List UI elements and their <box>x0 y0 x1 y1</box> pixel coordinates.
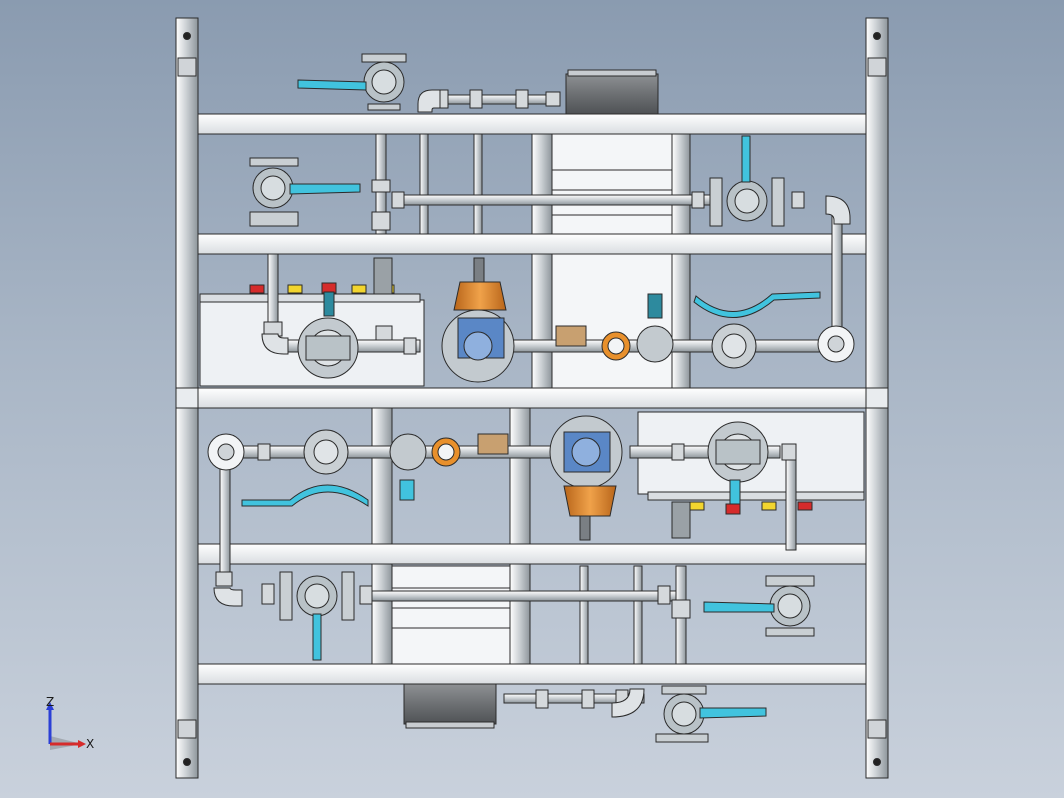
axis-triad: Z X <box>46 695 94 751</box>
beam <box>197 233 867 255</box>
pipe <box>219 459 231 581</box>
column <box>633 565 643 665</box>
flange-valve-left[interactable] <box>297 291 359 379</box>
valve-handle-icon[interactable] <box>297 79 367 91</box>
indicator-yellow <box>351 284 367 294</box>
end-caps <box>207 325 855 471</box>
valve-handle-icon[interactable] <box>703 601 775 613</box>
beam <box>197 387 867 409</box>
indicator-red <box>249 284 265 294</box>
gear-actuator-lower[interactable] <box>549 415 623 541</box>
valve-lower-right[interactable] <box>703 575 815 637</box>
indicator-red <box>725 503 741 515</box>
tank-top <box>565 69 659 115</box>
post-hole <box>183 32 191 40</box>
pipe <box>831 209 843 331</box>
gear-actuator-upper[interactable] <box>441 257 515 383</box>
indicator-yellow <box>761 501 777 511</box>
beam <box>197 543 867 565</box>
fittings <box>215 89 805 709</box>
actuator-stem <box>323 291 335 317</box>
indicator-yellow <box>689 501 705 511</box>
panel-lower <box>391 565 511 665</box>
flange-valve-right[interactable] <box>707 421 769 505</box>
lever-upper-right[interactable] <box>693 291 821 369</box>
beam <box>197 663 867 685</box>
post-hole <box>183 758 191 766</box>
check-valves-upper <box>555 293 674 363</box>
lever-handle-icon[interactable] <box>693 291 821 318</box>
valve-bottom-right[interactable] <box>655 685 767 743</box>
indicator-yellow <box>287 284 303 294</box>
post-hole <box>873 758 881 766</box>
frame-posts <box>175 17 889 779</box>
column <box>579 565 589 665</box>
valve-handle-icon[interactable] <box>312 613 322 661</box>
valve-handle-icon[interactable] <box>289 183 361 195</box>
post-clamp <box>867 719 887 739</box>
lever-lower-left[interactable] <box>241 429 369 507</box>
beam <box>197 113 867 135</box>
valve-handle-icon[interactable] <box>741 135 751 183</box>
gauges <box>373 257 691 539</box>
valve-upper-left[interactable] <box>249 157 361 227</box>
indicator-red <box>797 501 813 511</box>
post-clamp <box>177 719 197 739</box>
frame-beams <box>197 113 867 685</box>
check-valves-lower <box>389 433 509 501</box>
pipe <box>359 590 681 602</box>
tank-bottom <box>403 683 497 729</box>
valve-handle-icon[interactable] <box>699 707 767 719</box>
post-clamp <box>177 57 197 77</box>
lever-handle-icon[interactable] <box>241 484 369 507</box>
valve-upper-right[interactable] <box>709 135 785 227</box>
actuator-stem <box>729 479 741 505</box>
post-hole <box>873 32 881 40</box>
pipe <box>395 194 717 206</box>
x-axis-label: X <box>86 737 94 751</box>
post-joint <box>865 387 889 409</box>
elbows <box>213 89 851 718</box>
pipe <box>503 693 645 704</box>
post-clamp <box>867 57 887 77</box>
post-joint <box>175 387 199 409</box>
valve-lower-left[interactable] <box>279 571 355 661</box>
z-axis-label: Z <box>46 695 54 709</box>
pipe <box>785 459 797 551</box>
valve-top-left[interactable] <box>297 53 407 111</box>
